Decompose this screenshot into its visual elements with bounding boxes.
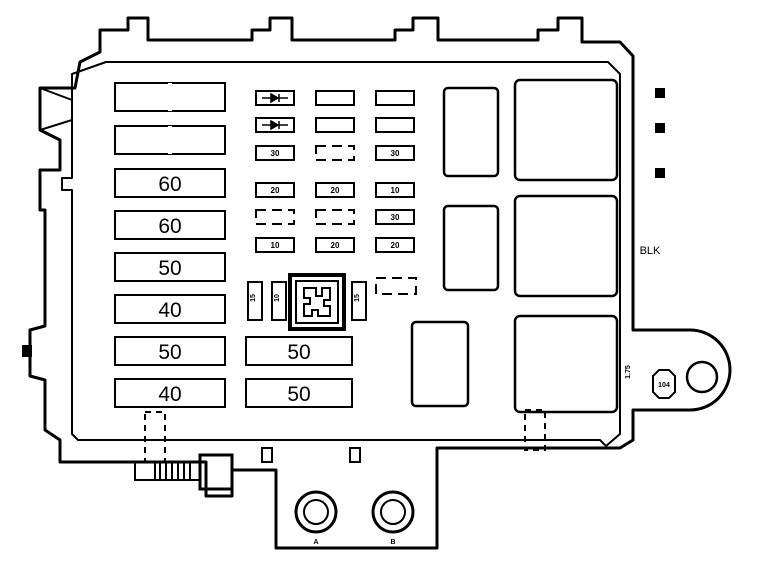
vertical-fuse-2-label: 10 [274, 294, 281, 302]
maxi-fuse-4-label: 40 [158, 299, 181, 322]
mini-fuse-r6c2-label: 20 [331, 241, 340, 250]
maxi-fuse-5-label: 50 [158, 341, 181, 364]
mini-fuse-r6c1-label: 10 [271, 241, 280, 250]
mini-fuse-r3c1-label: 30 [271, 149, 280, 158]
mini-fuse-r4c3-label: 10 [391, 186, 400, 195]
stud-label: 104 [658, 382, 670, 389]
maxi-fuse-3-label: 50 [158, 257, 181, 280]
terminal-a [294, 490, 338, 534]
terminal-b-label: B [390, 539, 395, 546]
bolt [134, 453, 234, 491]
housing-outline [28, 16, 732, 550]
housing-inner-wall [61, 61, 621, 447]
side-label: 1.75 [625, 365, 632, 379]
terminal-a-label: A [313, 539, 318, 546]
mounting-hole [685, 360, 719, 394]
maxi-fuse-1-label: 60 [158, 173, 181, 196]
maxi-fuse-6-label: 40 [158, 383, 181, 406]
connector-color-label: BLK [640, 245, 661, 257]
stud-nut [652, 369, 676, 399]
mini-fuse-r3c3-label: 30 [391, 149, 400, 158]
mini-fuse-r6c3-label: 20 [391, 241, 400, 250]
maxi-fuse-2-label: 60 [158, 215, 181, 238]
vertical-fuse-3-label: 15 [354, 294, 361, 302]
vertical-fuse-1-label: 15 [250, 294, 257, 302]
terminal-b [371, 490, 415, 534]
mini-fuse-r4c2-label: 20 [331, 186, 340, 195]
mini-fuse-r5c3-label: 30 [391, 213, 400, 222]
maxi-fuse-7-label: 50 [287, 341, 310, 364]
relay-socket [288, 273, 346, 331]
mini-fuse-r4c1-label: 20 [271, 186, 280, 195]
maxi-fuse-8-label: 50 [287, 383, 310, 406]
